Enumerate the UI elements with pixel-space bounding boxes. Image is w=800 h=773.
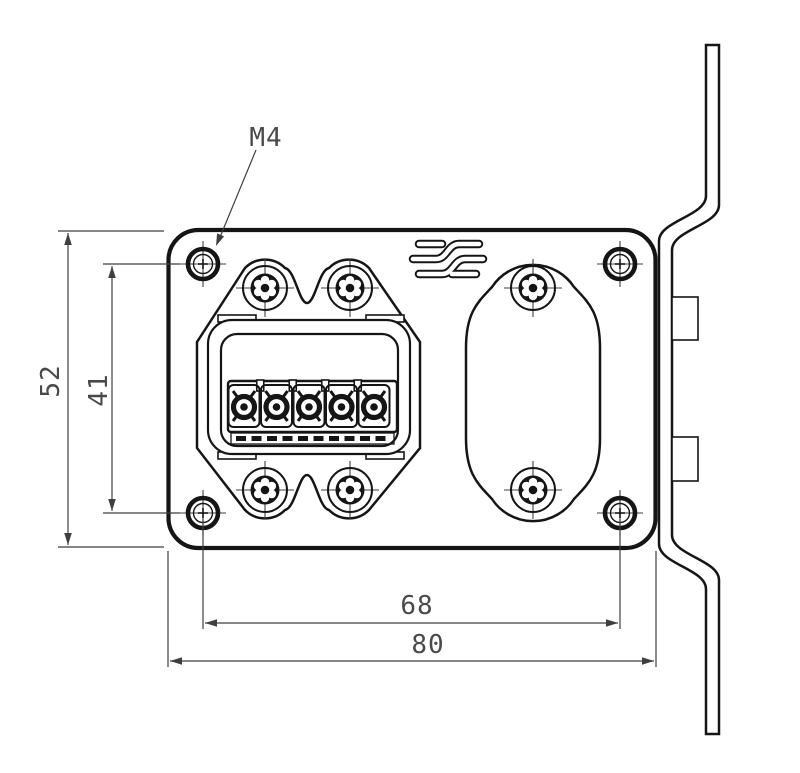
bracket-tab-lower bbox=[671, 436, 699, 482]
cover-plate-outline bbox=[464, 263, 602, 523]
dimension-80-graphics bbox=[167, 551, 657, 667]
manufacturer-logo-icon bbox=[408, 239, 488, 279]
mounting-bracket-profile bbox=[657, 43, 721, 736]
bracket-tab-upper bbox=[671, 296, 699, 341]
terminal-block bbox=[228, 379, 399, 445]
thread-callout-leader bbox=[216, 149, 257, 246]
dimension-52-graphics bbox=[58, 230, 164, 548]
dimension-68-graphics bbox=[202, 519, 621, 629]
dimension-horizontal-spacing-label: 68 bbox=[400, 591, 434, 621]
thread-callout-label: M4 bbox=[249, 123, 283, 153]
dimension-vertical-spacing-label: 41 bbox=[84, 373, 114, 407]
terminal-block-base-strip bbox=[230, 432, 395, 445]
dimension-width-label: 80 bbox=[411, 630, 445, 660]
dimension-height-label: 52 bbox=[36, 364, 66, 398]
dimension-41-graphics bbox=[103, 263, 180, 514]
